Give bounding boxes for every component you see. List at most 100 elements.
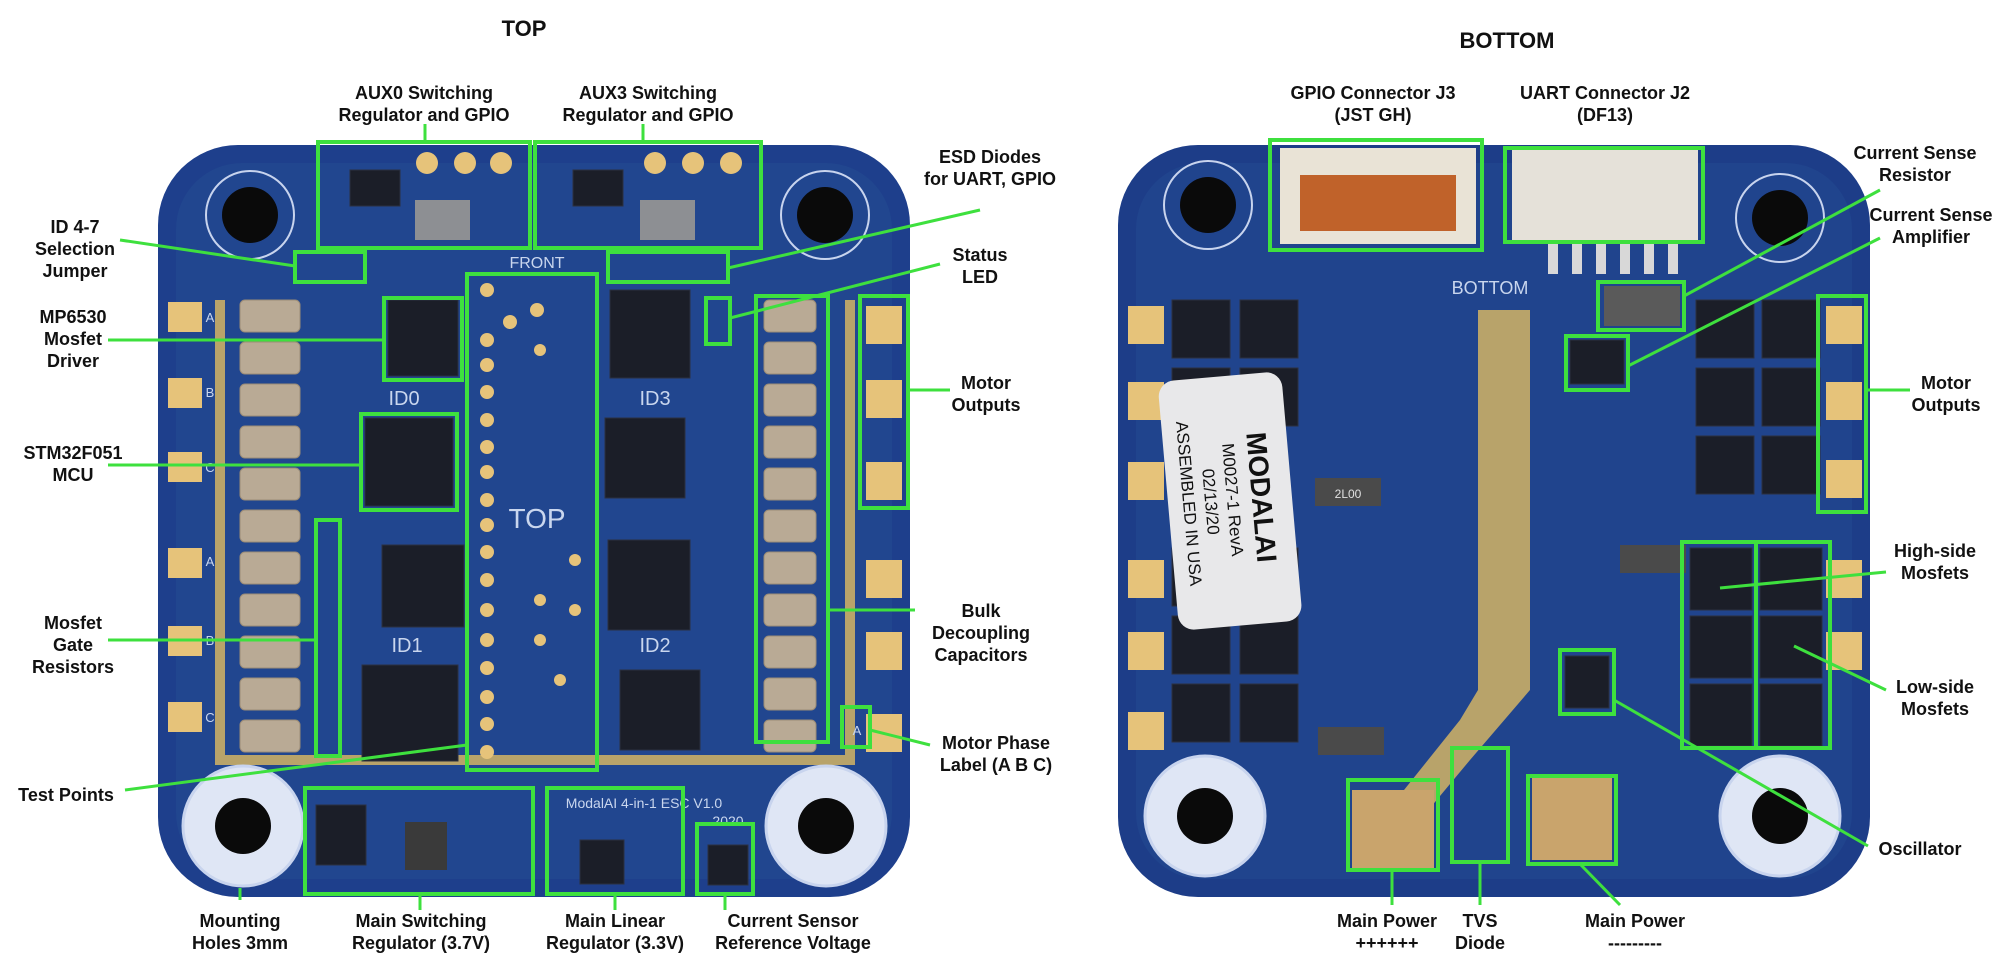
label-line: Motor Phase [941, 733, 1051, 753]
hl-gate-res [314, 518, 342, 758]
hl-cs-amp [1564, 334, 1630, 392]
phase-letter: C [205, 710, 214, 725]
hl-low-side [1754, 540, 1832, 750]
label-cs-res: Current Sense Resistor [1840, 142, 1990, 186]
hl-main-lin [545, 786, 685, 896]
top-silk-id3: ID3 [639, 388, 670, 410]
hl-id-jumper [293, 250, 367, 284]
hl-cur-ref [695, 822, 755, 896]
label-cur-ref: Current Sensor Reference Voltage [698, 910, 888, 954]
label-bulk-caps: Bulk Decoupling Capacitors [916, 600, 1046, 666]
label-line: Bulk [961, 601, 1001, 621]
label-line: STM32F051 [23, 443, 123, 463]
label-line: ++++++ [1355, 933, 1419, 953]
top-silk-front: FRONT [509, 255, 564, 272]
label-main-sw: Main Switching Regulator (3.7V) [326, 910, 516, 954]
top-heading: TOP [501, 16, 547, 41]
label-line: Current Sense [1853, 143, 1977, 163]
label-line: Mosfet [44, 613, 102, 633]
top-silk-id2: ID2 [639, 635, 670, 657]
phase-letter: B [206, 385, 215, 400]
label-line: Low-side [1895, 677, 1974, 697]
label-line: Test Points [18, 785, 114, 805]
label-line: Mounting [199, 911, 281, 931]
label-line: Amplifier [1891, 227, 1970, 247]
label-line: (DF13) [1576, 105, 1633, 125]
label-main-pwr-pos: Main Power ++++++ [1312, 910, 1462, 954]
hl-test-points [465, 272, 599, 772]
hl-status-led [704, 296, 732, 346]
label-line: Main Switching [355, 911, 487, 931]
label-line: Motor [1921, 373, 1971, 393]
label-line: TVS [1462, 911, 1498, 931]
hl-uart-conn [1503, 146, 1705, 244]
label-high-side: High-side Mosfets [1880, 540, 1990, 584]
label-line: LED [962, 267, 998, 287]
hl-main-pwr-neg [1526, 774, 1618, 866]
label-line: UART Connector J2 [1519, 83, 1690, 103]
phase-letter: A [206, 554, 215, 569]
bottom-silk-label: BOTTOM [1452, 278, 1529, 298]
phase-letter: C [205, 460, 214, 475]
label-line: High-side [1893, 541, 1976, 561]
hl-main-sw [303, 786, 535, 896]
top-silk-top: TOP [508, 503, 565, 534]
bottom-heading: BOTTOM [1459, 28, 1555, 53]
label-line: Main Power [1336, 911, 1438, 931]
top-chips [315, 169, 749, 886]
label-line: (JST GH) [1334, 105, 1412, 125]
label-mp6530: MP6530 Mosfet Driver [20, 306, 126, 372]
label-line: Status [952, 245, 1008, 265]
top-silk-year: 2020 [712, 813, 743, 829]
label-line: Outputs [951, 395, 1021, 415]
label-line: Capacitors [934, 645, 1028, 665]
gpio-connector-pins [1300, 175, 1456, 231]
label-line: Oscillator [1878, 839, 1962, 859]
label-main-pwr-neg: Main Power --------- [1560, 910, 1710, 954]
label-line: Regulator and GPIO [562, 105, 734, 125]
label-motor-outputs-bottom: Motor Outputs [1896, 372, 1996, 416]
label-mounting: Mounting Holes 3mm [180, 910, 300, 954]
label-line: ID 4-7 [50, 217, 100, 237]
top-silk-title: ModalAI 4-in-1 ESC V1.0 [566, 795, 723, 811]
label-gate-res: Mosfet Gate Resistors [20, 612, 126, 678]
top-board: FRONT TOP ID0 ID1 ID2 ID3 ModalAI 4-in-1… [158, 145, 910, 897]
label-line: Current Sense [1869, 205, 1993, 225]
label-aux0: AUX0 Switching Regulator and GPIO [324, 82, 524, 126]
label-oscillator: Oscillator [1860, 838, 1980, 860]
hl-phase-label [840, 705, 872, 749]
label-line: Label (A B C) [939, 755, 1053, 775]
label-line: Mosfet [44, 329, 102, 349]
label-line: Motor [961, 373, 1011, 393]
label-line: Regulator (3.3V) [545, 933, 685, 953]
top-mounting-holes [181, 170, 888, 888]
top-left-cap-column [239, 299, 301, 753]
hl-aux3 [533, 140, 763, 250]
label-line: Resistor [1878, 165, 1952, 185]
label-line: Main Linear [564, 911, 666, 931]
label-line: Current Sensor [727, 911, 859, 931]
label-cs-amp: Current Sense Amplifier [1856, 204, 2006, 248]
label-uart-conn: UART Connector J2 (DF13) [1500, 82, 1710, 126]
label-line: Resistors [31, 657, 115, 677]
top-left-pads [168, 302, 202, 732]
label-aux3: AUX3 Switching Regulator and GPIO [548, 82, 748, 126]
label-line: GPIO Connector J3 [1290, 83, 1456, 103]
label-gpio-conn: GPIO Connector J3 (JST GH) [1270, 82, 1476, 126]
hl-oscillator [1558, 648, 1616, 716]
label-line: Selection [34, 239, 116, 259]
label-esd: ESD Diodes for UART, GPIO [900, 146, 1080, 190]
bottom-right-mosfets [1689, 299, 1823, 747]
hl-stm32 [359, 412, 459, 512]
label-test-points: Test Points [8, 784, 124, 806]
bottom-sticker: MODALAI M0027-1 RevA 02/13/20 ASSEMBLED … [1158, 372, 1302, 630]
hl-motor-outputs-bottom [1816, 294, 1868, 514]
label-line: MCU [52, 465, 94, 485]
bottom-res-code: 2L00 [1335, 487, 1362, 501]
top-test-point-dots [416, 152, 742, 759]
label-line: Jumper [42, 261, 108, 281]
highlight-boxes [293, 138, 1868, 896]
label-main-lin: Main Linear Regulator (3.3V) [530, 910, 700, 954]
